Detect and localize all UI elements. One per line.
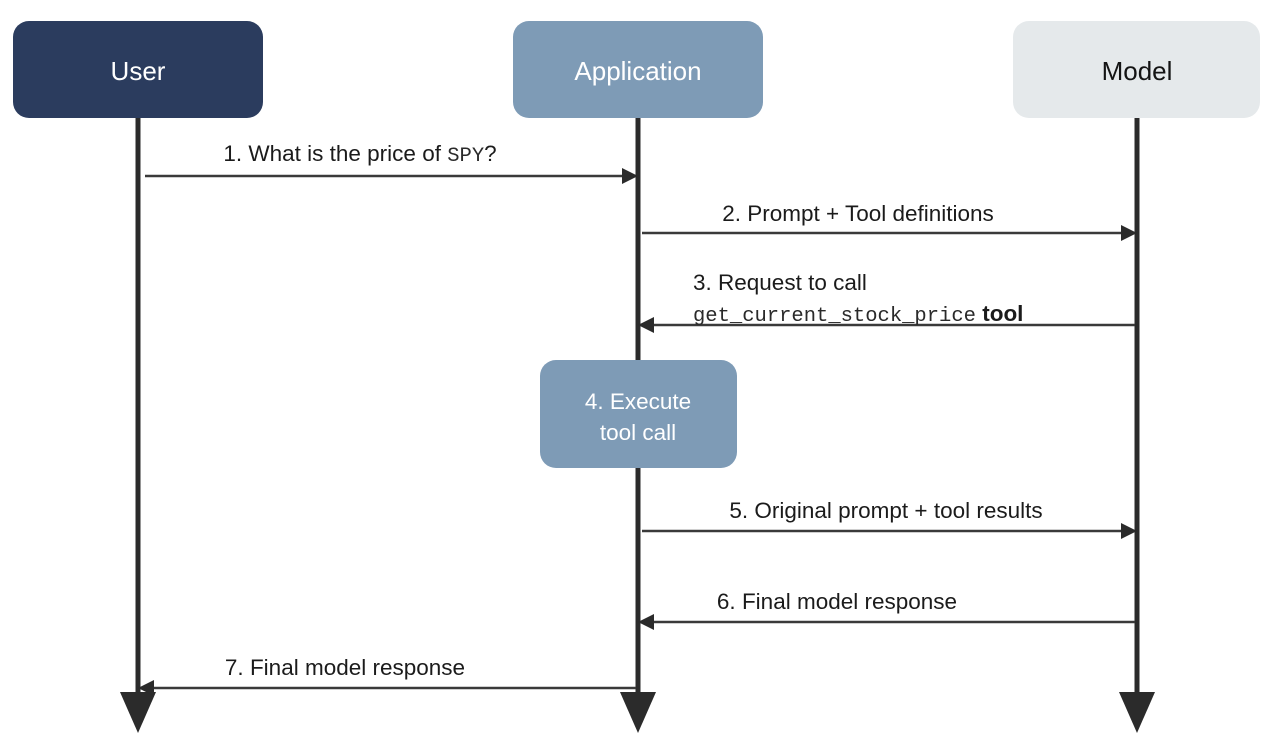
message-1-text-mono: SPY bbox=[447, 145, 484, 168]
actor-model[interactable]: Model bbox=[1013, 21, 1260, 118]
actor-user-box bbox=[13, 21, 263, 118]
note-execute-tool-call[interactable]: 4. Execute tool call bbox=[540, 360, 737, 468]
actor-application-box bbox=[513, 21, 763, 118]
actor-application[interactable]: Application bbox=[513, 21, 763, 118]
actor-model-box bbox=[1013, 21, 1260, 118]
message-7-label: 7. Final model response bbox=[225, 655, 465, 680]
message-7[interactable]: 7. Final model response bbox=[138, 655, 636, 696]
message-5-arrowhead bbox=[1121, 523, 1137, 539]
message-5[interactable]: 5. Original prompt + tool results bbox=[642, 498, 1137, 539]
message-3-arrowhead bbox=[638, 317, 654, 333]
message-6[interactable]: 6. Final model response bbox=[638, 589, 1135, 630]
message-3-tool-word: tool bbox=[976, 301, 1023, 326]
message-1[interactable]: 1. What is the price of SPY? bbox=[145, 141, 638, 184]
lifeline-terminator-model bbox=[1119, 692, 1155, 733]
message-1-label: 1. What is the price of SPY? bbox=[223, 141, 496, 168]
message-3-label-line1: 3. Request to call bbox=[693, 270, 867, 295]
actor-user-label: User bbox=[111, 56, 166, 86]
message-5-label: 5. Original prompt + tool results bbox=[729, 498, 1042, 523]
message-1-text-a: 1. What is the price of bbox=[223, 141, 447, 166]
note-execute-tool-call-line1: 4. Execute bbox=[585, 389, 691, 414]
lifeline-terminator-application bbox=[620, 692, 656, 733]
message-6-arrowhead bbox=[638, 614, 654, 630]
message-3[interactable]: 3. Request to call get_current_stock_pri… bbox=[638, 270, 1135, 333]
actor-user[interactable]: User bbox=[13, 21, 263, 118]
note-execute-tool-call-box bbox=[540, 360, 737, 468]
message-2-arrowhead bbox=[1121, 225, 1137, 241]
message-7-arrowhead bbox=[138, 680, 154, 696]
message-2-label: 2. Prompt + Tool definitions bbox=[722, 201, 994, 226]
message-1-text-b: ? bbox=[484, 141, 497, 166]
lifeline-terminator-user bbox=[120, 692, 156, 733]
actor-application-label: Application bbox=[574, 56, 701, 86]
message-3-label-line2: get_current_stock_price tool bbox=[693, 301, 1023, 328]
message-1-arrowhead bbox=[622, 168, 638, 184]
message-3-tool-name: get_current_stock_price bbox=[693, 305, 976, 328]
actor-model-label: Model bbox=[1102, 56, 1173, 86]
message-2[interactable]: 2. Prompt + Tool definitions bbox=[642, 201, 1137, 241]
note-execute-tool-call-line2: tool call bbox=[600, 420, 676, 445]
message-6-label: 6. Final model response bbox=[717, 589, 957, 614]
